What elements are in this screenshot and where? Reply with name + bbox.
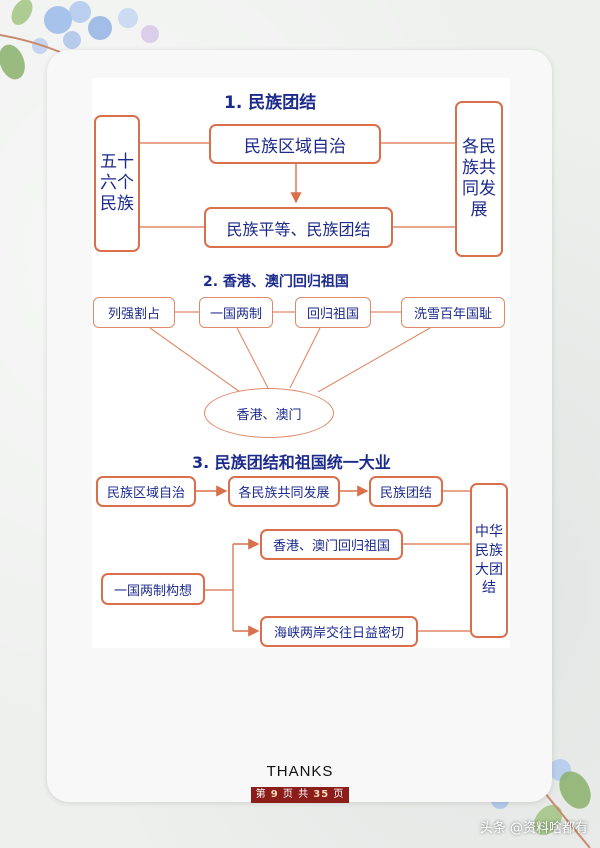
s2-box-1: 列强割占	[93, 297, 175, 328]
s1-left-box: 五十六个民族	[94, 115, 140, 252]
page-indicator: 第 9 页 共 35 页	[251, 787, 349, 803]
s1-bottom-box: 民族平等、民族团结	[204, 207, 393, 248]
thanks-text: THANKS	[266, 763, 334, 780]
page-prefix: 第	[255, 789, 267, 800]
s2-box-3: 回归祖国	[295, 297, 371, 328]
s3-row1-box-3: 民族团结	[369, 476, 443, 507]
section3-title: 3. 民族团结和祖国统一大业	[192, 453, 391, 472]
s3-branch-top-box: 香港、澳门回归祖国	[260, 529, 403, 560]
watermark: 头条 @资料啥都有	[479, 821, 588, 836]
section2-title: 2. 香港、澳门回归祖国	[203, 274, 349, 290]
page-suffix: 页	[333, 789, 345, 800]
s2-box-2: 一国两制	[199, 297, 273, 328]
s2-spoke-3	[289, 327, 321, 389]
s3-source-box: 一国两制构想	[101, 573, 205, 605]
top-left-flower-icon	[0, 0, 159, 80]
s2-spoke-1	[149, 327, 241, 393]
s2-spoke-4	[317, 327, 431, 393]
s2-box-4: 洗雪百年国耻	[401, 297, 505, 328]
s3-right-box: 中华民族大团结	[470, 483, 508, 638]
s3-row1-box-1: 民族区域自治	[96, 476, 196, 507]
page-mid: 页 共	[282, 789, 310, 800]
page-total: 35	[313, 789, 330, 800]
s3-branch-bottom-box: 海峡两岸交往日益密切	[260, 616, 418, 647]
s1-top-box: 民族区域自治	[209, 124, 381, 164]
section1-title: 1. 民族团结	[224, 93, 317, 113]
s2-center-ellipse: 香港、澳门	[204, 388, 334, 438]
page-current: 9	[270, 789, 279, 800]
s1-right-box: 各民族共同发展	[455, 101, 503, 257]
s2-spoke-2	[236, 327, 269, 389]
s3-row1-box-2: 各民族共同发展	[228, 476, 340, 507]
